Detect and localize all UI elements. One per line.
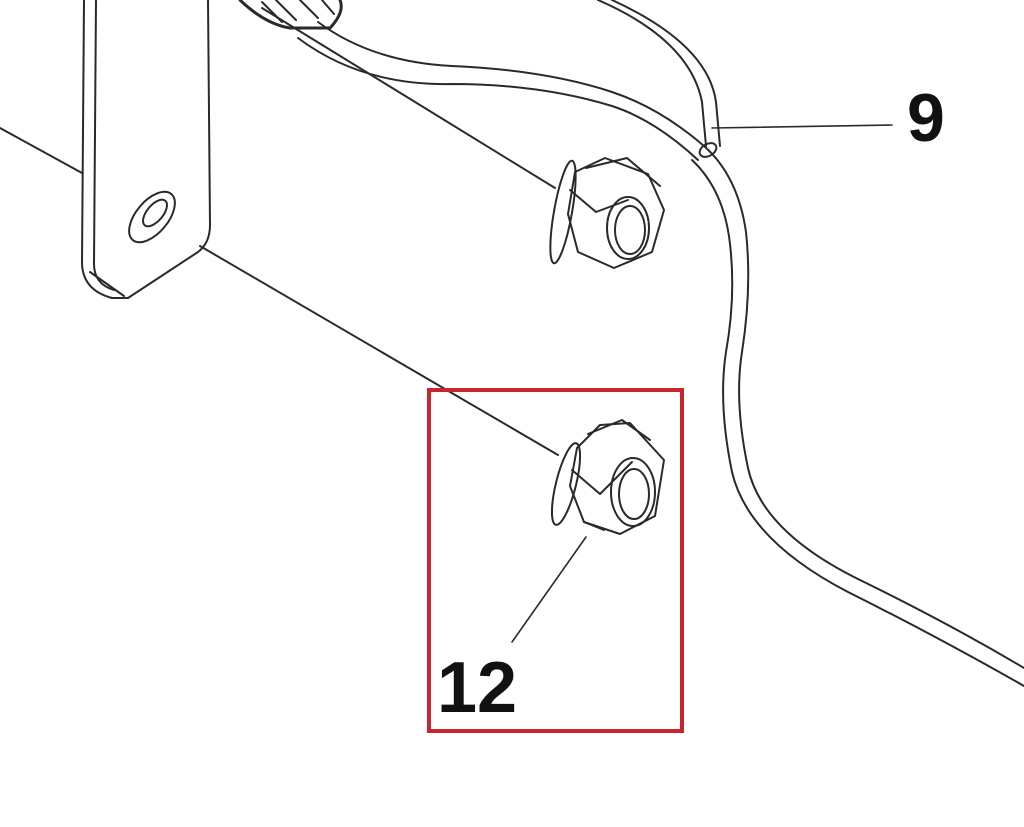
- cable-harness: [297, 0, 1024, 687]
- callout-label-9: 9: [907, 80, 945, 156]
- leader-lines: [511, 124, 893, 643]
- flange-nut-lower: [550, 419, 665, 535]
- flange-nut-upper: [549, 157, 665, 269]
- frame-edge-lines: [0, 127, 559, 456]
- highlight-box: [427, 388, 684, 733]
- wire-connector: [238, 0, 556, 189]
- callout-label-12: 12: [437, 648, 518, 728]
- leader-line-12: [511, 536, 587, 643]
- bracket-hole: [128, 190, 176, 244]
- leader-line-9: [711, 124, 893, 129]
- mounting-bracket: [81, 0, 211, 299]
